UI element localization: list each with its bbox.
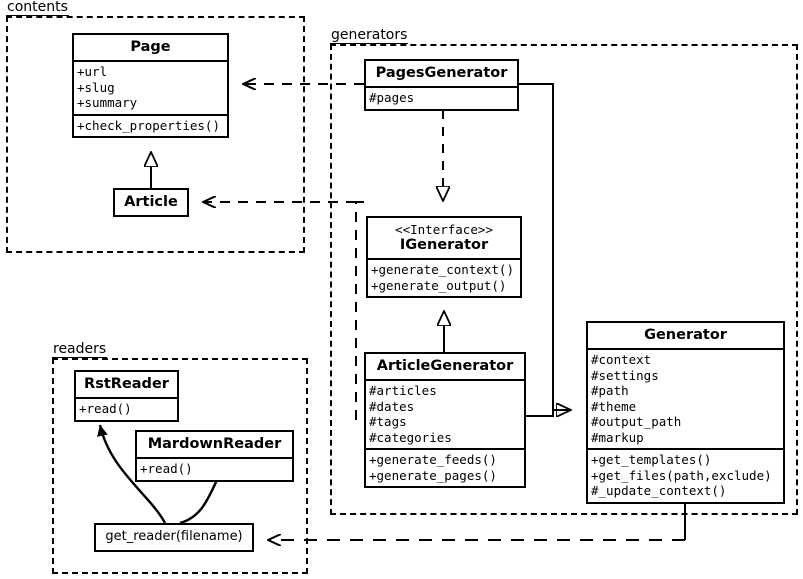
method: +generate_pages() xyxy=(369,467,497,483)
class-box-rst-reader[interactable]: RstReader +read() xyxy=(74,370,179,422)
function-name-get-reader: get_reader(filename) xyxy=(105,529,243,544)
method: +get_files(path,exclude) xyxy=(591,467,772,483)
class-box-generator[interactable]: Generator #context #settings #path #them… xyxy=(586,321,785,504)
class-methods-igenerator: +generate_context() +generate_output() xyxy=(368,258,520,296)
class-box-igenerator[interactable]: <<Interface>> IGenerator +generate_conte… xyxy=(366,216,522,298)
package-generators-label: generators xyxy=(330,27,409,44)
package-readers-border xyxy=(52,358,308,574)
package-readers-label: readers xyxy=(52,341,108,358)
attribute: #output_path xyxy=(591,414,682,429)
attribute: #pages xyxy=(369,90,415,105)
class-title-igenerator: IGenerator xyxy=(399,237,489,253)
class-name-mardown-reader: MardownReader xyxy=(147,436,282,452)
method: #_update_context() xyxy=(591,483,727,498)
class-box-pages-generator[interactable]: PagesGenerator #pages xyxy=(364,59,519,111)
class-name-article-generator: ArticleGenerator xyxy=(376,358,514,374)
class-methods-generator: +get_templates() +get_files(path,exclude… xyxy=(588,448,783,502)
method: +check_properties() xyxy=(77,117,220,133)
method: +read() xyxy=(140,461,193,476)
wire-articlegenerator-uses-article xyxy=(203,202,364,421)
class-stereotype-igenerator: <<Interface>> xyxy=(395,222,493,237)
method: +generate_feeds() xyxy=(369,452,497,467)
package-generators-border xyxy=(330,44,798,515)
class-attributes-pages-generator: #pages xyxy=(366,86,517,109)
attribute: #dates xyxy=(369,398,415,414)
class-attributes-page: +url +slug +summary xyxy=(74,60,227,114)
attribute: #articles xyxy=(369,383,437,398)
class-name-rst-reader: RstReader xyxy=(84,376,169,392)
class-name-pages-generator: PagesGenerator xyxy=(375,65,508,81)
method: +generate_context() xyxy=(371,262,514,277)
package-contents-label: contents xyxy=(6,0,69,16)
attribute: #settings xyxy=(591,367,659,383)
class-name-article: Article xyxy=(124,194,178,210)
class-methods-rst-reader: +read() xyxy=(76,397,177,420)
attribute: #markup xyxy=(591,429,644,445)
attribute: +slug xyxy=(77,79,115,95)
class-box-get-reader[interactable]: get_reader(filename) xyxy=(94,523,254,552)
wire-generator-uses-get-reader xyxy=(268,503,686,540)
attribute: #tags xyxy=(369,414,407,429)
attribute: #categories xyxy=(369,429,452,445)
class-name-igenerator: <<Interface>> IGenerator xyxy=(368,218,520,258)
package-contents-border xyxy=(6,16,305,253)
class-box-article-generator[interactable]: ArticleGenerator #articles #dates #tags … xyxy=(364,352,526,488)
attribute: +summary xyxy=(77,95,138,110)
wire-pagesgenerator-inherits-generator xyxy=(519,83,571,410)
class-methods-article-generator: +generate_feeds() +generate_pages() xyxy=(366,448,524,486)
class-methods-mardown-reader: +read() xyxy=(137,457,292,480)
class-attributes-article-generator: #articles #dates #tags #categories xyxy=(366,379,524,448)
method: +read() xyxy=(79,401,132,416)
attribute: +url xyxy=(77,64,108,79)
method: +get_templates() xyxy=(591,452,712,467)
attribute: #path xyxy=(591,383,629,398)
wire-get-reader-returns-rstreader xyxy=(97,424,167,524)
class-name-page: Page xyxy=(130,39,171,55)
class-box-mardown-reader[interactable]: MardownReader +read() xyxy=(135,430,294,482)
class-box-article[interactable]: Article xyxy=(113,188,189,217)
class-attributes-generator: #context #settings #path #theme #output_… xyxy=(588,348,783,448)
class-name-generator: Generator xyxy=(644,327,727,343)
wire-articlegenerator-inherits-generator xyxy=(526,409,571,417)
class-methods-page: +check_properties() xyxy=(74,113,227,137)
method: +generate_output() xyxy=(371,277,507,293)
class-box-page[interactable]: Page +url +slug +summary +check_properti… xyxy=(72,33,229,138)
attribute: #context xyxy=(591,352,652,367)
attribute: #theme xyxy=(591,398,637,414)
